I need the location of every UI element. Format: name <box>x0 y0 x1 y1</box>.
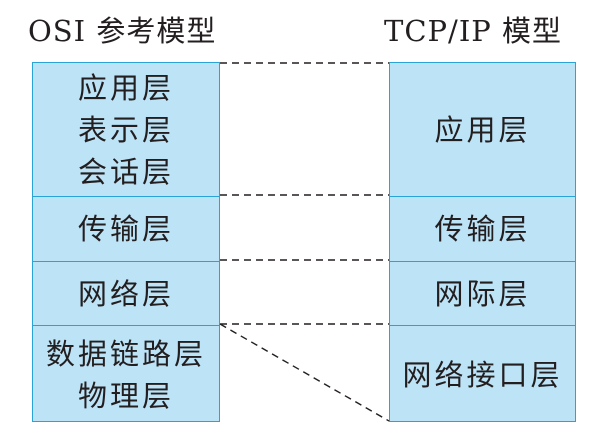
tcpip-link-layer-label: 网络接口层 <box>402 357 563 392</box>
tcpip-transport-layer-cell: 传输层 <box>390 196 575 261</box>
osi-layer-stack: 应用层 表示层 会话层 传输层 网络层 数据链路层 物理层 <box>32 62 220 422</box>
osi-lower-layers-cell: 数据链路层 物理层 <box>33 325 219 423</box>
connector-diagonal-bottom <box>219 323 390 422</box>
osi-lower-layers-label: 数据链路层 物理层 <box>45 336 206 413</box>
osi-upper-layers-cell: 应用层 表示层 会话层 <box>33 63 219 196</box>
tcpip-transport-layer-label: 传输层 <box>434 212 531 246</box>
tcpip-application-layer-cell: 应用层 <box>390 63 575 196</box>
osi-transport-layer-cell: 传输层 <box>33 196 219 261</box>
osi-model-title: OSI 参考模型 <box>28 14 217 48</box>
tcpip-link-layer-cell: 网络接口层 <box>390 325 575 423</box>
tcpip-internet-layer-cell: 网际层 <box>390 261 575 325</box>
osi-network-layer-cell: 网络层 <box>33 261 219 325</box>
tcpip-application-layer-label: 应用层 <box>434 112 531 147</box>
osi-upper-layers-label: 应用层 表示层 会话层 <box>77 70 174 189</box>
osi-transport-layer-label: 传输层 <box>77 212 174 246</box>
tcpip-model-title: TCP/IP 模型 <box>384 14 563 48</box>
tcpip-internet-layer-label: 网际层 <box>434 276 531 311</box>
osi-network-layer-label: 网络层 <box>77 276 174 311</box>
tcpip-layer-stack: 应用层 传输层 网际层 网络接口层 <box>389 62 576 422</box>
